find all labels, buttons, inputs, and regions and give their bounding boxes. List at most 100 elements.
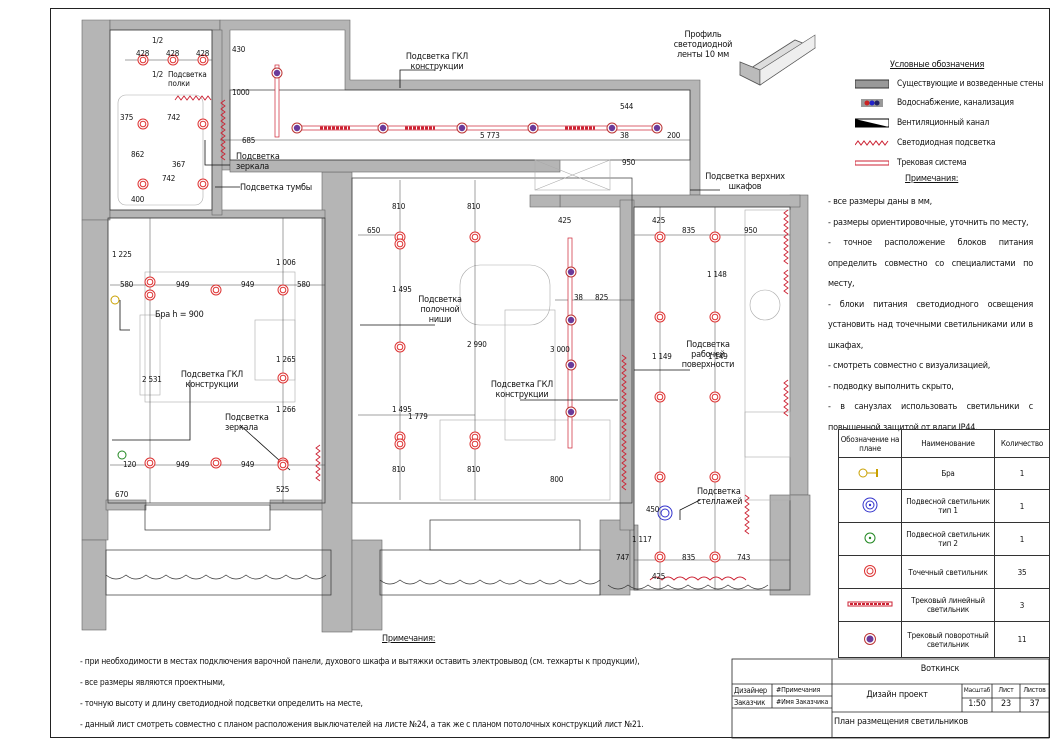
dimension-label: 580 <box>297 280 311 289</box>
dimension-label: 949 <box>241 460 255 469</box>
spot-light-icon <box>197 54 209 66</box>
note-item: - при необходимости в местах подключения… <box>80 657 640 667</box>
spot-light-icon <box>144 457 156 469</box>
dimension-label: 949 <box>176 280 190 289</box>
note-item: - все размеры даны в мм, <box>828 197 933 207</box>
spot-light-icon <box>709 311 721 323</box>
track-linear-icon <box>847 601 893 607</box>
table-row: Бра 1 <box>838 457 1050 490</box>
dimension-label: 949 <box>176 460 190 469</box>
legend-track: Трековая система <box>855 155 967 171</box>
spot-light-icon <box>137 118 149 130</box>
dimension-label: 428 <box>196 49 210 58</box>
dimension-label: 743 <box>737 553 751 562</box>
dimension-label: 200 <box>667 131 681 140</box>
dimension-label: 685 <box>242 136 256 145</box>
dimension-label: 428 <box>166 49 180 58</box>
tb-city: Воткинск <box>920 664 960 674</box>
spot-light-icon <box>709 551 721 563</box>
spot-light-icon <box>394 438 406 450</box>
spot-light-icon <box>654 551 666 563</box>
spot-light-icon <box>137 178 149 190</box>
dimension-label: 950 <box>622 158 636 167</box>
table-row: Подвесной светильник тип 1 1 <box>838 489 1050 523</box>
dimension-label: 1 149 <box>652 352 672 361</box>
label-gkl-living: Подсветка ГКЛ конструкции <box>490 380 554 400</box>
notes-right-title: Примечания: <box>905 174 959 184</box>
dimension-label: 375 <box>120 113 134 122</box>
track-rotary-icon <box>456 122 468 134</box>
dimension-label: 400 <box>131 195 145 204</box>
dimension-label: 862 <box>131 150 145 159</box>
spot-light-icon <box>654 471 666 483</box>
dimension-label: 1 265 <box>276 355 296 364</box>
spot-light-icon <box>197 178 209 190</box>
legend-title: Условные обозначения <box>890 60 985 70</box>
track-rotary-icon <box>565 359 577 371</box>
track-rotary-icon <box>565 314 577 326</box>
tb-designer-value: #Примечания <box>776 686 821 694</box>
legend-vent: Вентиляционный канал <box>855 115 989 131</box>
walls <box>81 19 811 633</box>
label-mirror-light-2: Подсветка зеркала <box>225 413 269 433</box>
track-rotary-icon <box>291 122 303 134</box>
sconce-icon <box>858 468 878 477</box>
pendant-type1-icon <box>657 505 673 521</box>
dimension-label: 742 <box>167 113 181 122</box>
dimension-label: 810 <box>467 202 481 211</box>
wall-swatch-icon <box>855 79 889 89</box>
track-rotary-icon <box>606 122 618 134</box>
tb-sheet-title: План размещения светильников <box>834 717 968 727</box>
spot-light-icon <box>277 284 289 296</box>
vent-icon <box>855 118 889 128</box>
label-shelf-light: Подсветка полки <box>168 70 207 88</box>
notes-right: - все размеры даны в мм, - размеры ориен… <box>828 192 1033 438</box>
spot-light-icon <box>654 311 666 323</box>
tb-sheets: 37 <box>1029 699 1040 709</box>
notes-bottom: - при необходимости в местах подключения… <box>80 652 730 736</box>
dimension-label: 1/2 <box>152 70 163 79</box>
dimension-label: 425 <box>652 572 666 581</box>
spot-light-icon <box>469 438 481 450</box>
dimension-label: 1000 <box>232 88 250 97</box>
spot-light-icon <box>144 289 156 301</box>
dimension-label: 747 <box>616 553 630 562</box>
spot-light-icon <box>277 459 289 471</box>
spot-light-icon <box>277 372 289 384</box>
dimension-label: 742 <box>162 174 176 183</box>
tb-project: Дизайн проект <box>866 690 928 700</box>
dimension-label: 1 148 <box>707 270 727 279</box>
tb-scale: 1:50 <box>968 699 986 709</box>
dimension-label: 810 <box>467 465 481 474</box>
tb-designer-label: Дизайнер <box>734 686 768 695</box>
dimension-label: 5 773 <box>480 131 500 140</box>
label-work-surface: Подсветка рабочей поверхности <box>681 340 735 370</box>
legend-water: Водоснабжение, канализация <box>855 95 1014 111</box>
dimension-label: 825 <box>595 293 609 302</box>
dimension-label: 1 149 <box>708 352 728 361</box>
note-item: - блоки питания светодиодного освещения … <box>828 299 1033 351</box>
table-row: Точечный светильник 35 <box>838 555 1050 589</box>
table-row: Трековый поворотный светильник 11 <box>838 621 1050 658</box>
track-rotary-icon <box>651 122 663 134</box>
label-niche: Подсветка полочной ниши <box>418 295 462 325</box>
fixture-table: Обозначение на плане Наименование Количе… <box>838 429 1050 658</box>
dimension-label: 544 <box>620 102 634 111</box>
dimension-label: 38 <box>574 293 583 302</box>
dimension-label: 1 779 <box>408 412 428 421</box>
spot-light-icon <box>709 391 721 403</box>
spot-light-icon <box>137 54 149 66</box>
legend-walls: Существующие и возведенные стены <box>855 76 1043 92</box>
spot-light-icon <box>654 391 666 403</box>
label-gkl-bedroom: Подсветка ГКЛ конструкции <box>180 370 244 390</box>
track-rotary-icon <box>864 632 876 645</box>
led-profile-image <box>739 34 816 86</box>
track-rotary-icon <box>527 122 539 134</box>
spot-light-icon <box>709 231 721 243</box>
dimension-label: 835 <box>682 553 696 562</box>
dimension-label: 450 <box>646 505 660 514</box>
label-upper-cabinets: Подсветка верхних шкафов <box>705 172 785 192</box>
dimension-label: 1 495 <box>392 285 412 294</box>
